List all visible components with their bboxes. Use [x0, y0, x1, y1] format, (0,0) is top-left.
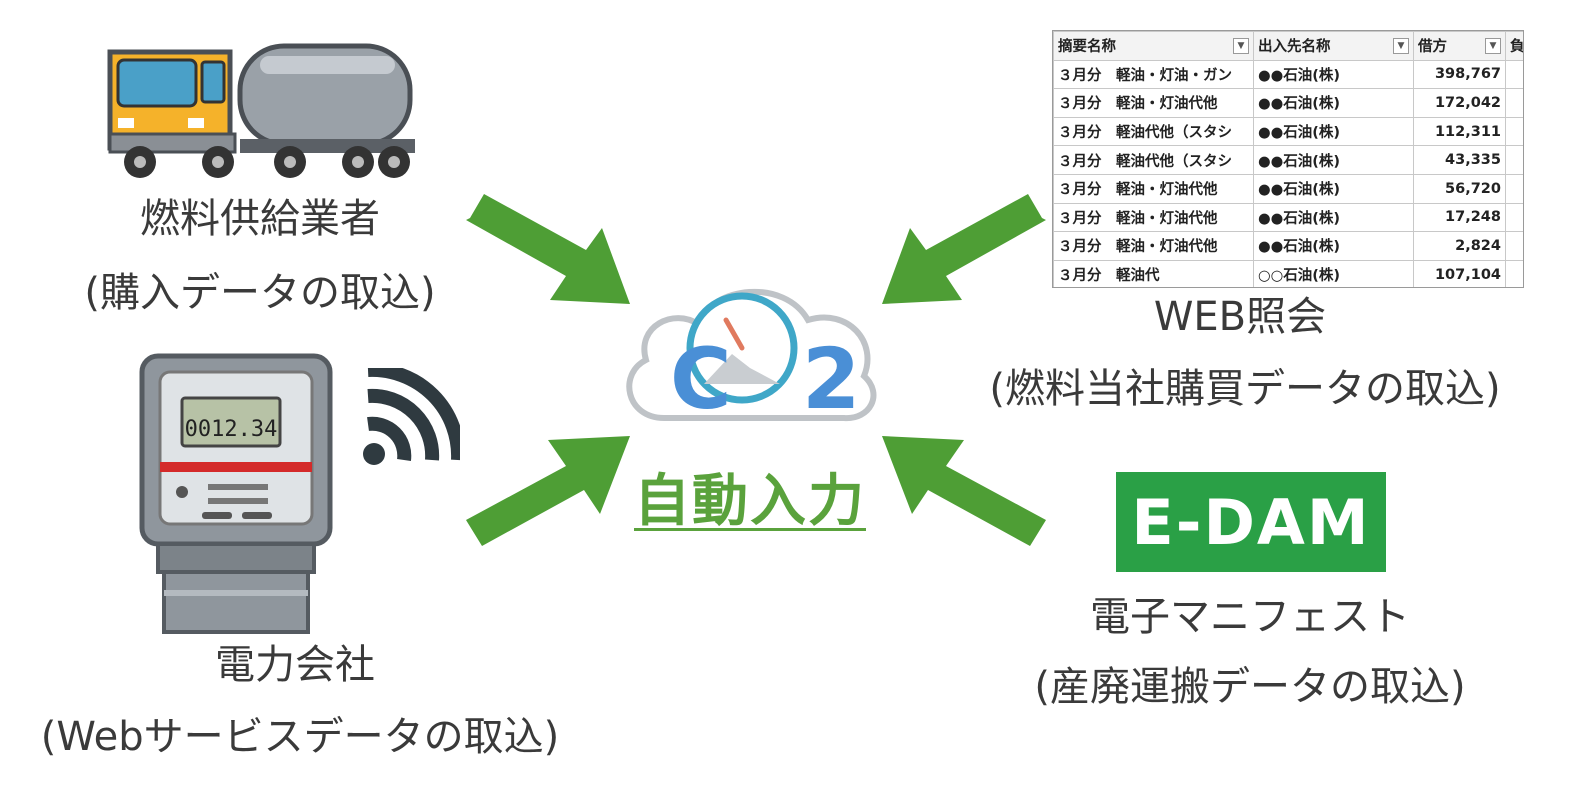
cell-partner: ●●石油(株) — [1253, 202, 1414, 233]
auto-input-label: 自動入力 — [634, 469, 866, 534]
cell-partner: ●●石油(株) — [1253, 88, 1414, 118]
tank-truck-icon — [107, 43, 415, 178]
cell-summary: ３月分 軽油・灯油・ガン — [1053, 59, 1254, 90]
cell-summary: ３月分 軽油・灯油代他 — [1053, 173, 1254, 204]
col-header-debit[interactable]: 借方▼ — [1413, 31, 1506, 61]
arrow-from-web — [882, 194, 1046, 304]
filter-dropdown-icon[interactable]: ▼ — [1233, 38, 1249, 54]
table-row: ３月分 軽油・灯油代他●●石油(株)2,824 — [1053, 231, 1523, 261]
table-row: ３月分 軽油代他（スタシ●●石油(株)112,311 — [1053, 116, 1523, 147]
cell-debit: 43,335 — [1413, 145, 1506, 175]
cell-debit: 17,248 — [1413, 202, 1506, 233]
table-row: ３月分 軽油・灯油代他●●石油(株)17,248 — [1053, 202, 1523, 233]
cell-debit: 172,042 — [1413, 88, 1506, 118]
table-row: ３月分 軽油代○○石油(株)107,104 — [1053, 259, 1523, 287]
table-row: ３月分 軽油代他（スタシ●●石油(株)43,335 — [1053, 145, 1523, 175]
table-row: ３月分 軽油・灯油代他●●石油(株)172,042 — [1053, 88, 1523, 118]
cell-partner: ●●石油(株) — [1253, 145, 1414, 175]
electric-meter-icon: 0012.34 — [139, 353, 333, 634]
co2-c-letter: C — [670, 330, 732, 428]
cell-summary: ３月分 軽油・灯油代他 — [1053, 88, 1254, 118]
table-header-row: 摘要名称▼ 出入先名称▼ 借方▼ 負 — [1053, 31, 1523, 61]
wireless-icon — [363, 368, 460, 465]
table-row: ３月分 軽油・灯油代他●●石油(株)56,720 — [1053, 173, 1523, 204]
cell-partner: ●●石油(株) — [1253, 59, 1414, 90]
arrow-from-power — [466, 436, 630, 546]
supplier-sub: (購入データの取込) — [84, 270, 436, 316]
cell-debit: 107,104 — [1413, 259, 1506, 287]
power-sub: (Webサービスデータの取込) — [40, 714, 560, 760]
cell-summary: ３月分 軽油代 — [1053, 259, 1254, 287]
col-header-partner[interactable]: 出入先名称▼ — [1253, 31, 1414, 61]
arrow-from-manifest — [882, 436, 1046, 546]
co2-2-letter: 2 — [802, 330, 860, 428]
cell-summary: ３月分 軽油・灯油代他 — [1053, 231, 1254, 261]
meter-reading: 0012.34 — [185, 417, 278, 442]
power-name: 電力会社 — [215, 642, 375, 688]
cell-partner: ●●石油(株) — [1253, 116, 1414, 147]
web-sub: (燃料当社購買データの取込) — [989, 366, 1501, 412]
manifest-sub: (産廃運搬データの取込) — [1034, 664, 1466, 710]
web-name: WEB照会 — [1153, 294, 1327, 340]
cell-debit: 398,767 — [1413, 59, 1506, 90]
col-header-summary[interactable]: 摘要名称▼ — [1053, 31, 1254, 61]
cell-summary: ３月分 軽油・灯油代他 — [1053, 202, 1254, 233]
cell-partner: ○○石油(株) — [1253, 259, 1414, 287]
cell-debit: 2,824 — [1413, 231, 1506, 261]
col-header-credit[interactable]: 負 — [1505, 31, 1523, 61]
cell-debit: 112,311 — [1413, 116, 1506, 147]
edam-logo: E-DAM — [1116, 472, 1386, 572]
manifest-name: 電子マニフェスト — [1090, 594, 1410, 640]
cell-summary: ３月分 軽油代他（スタシ — [1053, 145, 1254, 175]
cell-partner: ●●石油(株) — [1253, 173, 1414, 204]
co2-cloud-logo: C 2 — [626, 288, 877, 428]
table-row: ３月分 軽油・灯油・ガン●●石油(株)398,767 — [1053, 59, 1523, 90]
cell-partner: ●●石油(株) — [1253, 231, 1414, 261]
web-sheet-table: 摘要名称▼ 出入先名称▼ 借方▼ 負 ３月分 軽油・灯油・ガン●●石油(株)39… — [1052, 30, 1524, 288]
arrow-from-supplier — [466, 194, 630, 304]
cell-summary: ３月分 軽油代他（スタシ — [1053, 116, 1254, 147]
filter-dropdown-icon[interactable]: ▼ — [1485, 38, 1501, 54]
cell-debit: 56,720 — [1413, 173, 1506, 204]
supplier-name: 燃料供給業者 — [140, 196, 380, 242]
filter-dropdown-icon[interactable]: ▼ — [1393, 38, 1409, 54]
